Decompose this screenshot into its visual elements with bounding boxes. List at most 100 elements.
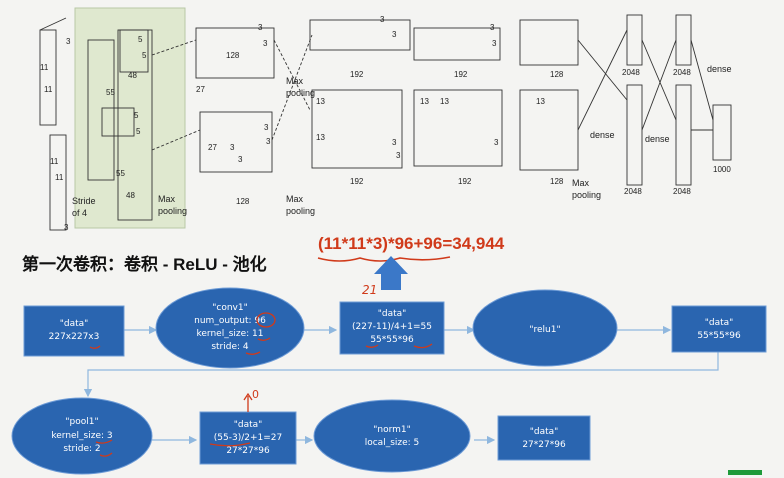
arch-label: 3 [263,39,268,48]
conv1-block-top [87,39,115,181]
node-data-conv1-output: "data" (227-11)/4+1=55 55*55*96 [339,301,445,355]
corner-tab [728,470,762,475]
input-slab-top [39,29,57,126]
arch-label: 3 [392,138,397,147]
node-title: "data" [60,319,89,329]
annotation-mark: 0 [252,388,259,401]
node-pool1: "pool1" kernel_size: 3 stride: 2 [11,397,153,475]
arch-label: 3 [396,151,401,160]
arch-label: 55 [116,169,125,178]
arch-label: 13 [440,97,449,106]
node-detail: stride: 4 [211,342,249,352]
arch-label: 128 [550,70,564,79]
arch-label: of 4 [72,208,87,218]
annotation-underline [95,439,113,444]
node-title: "pool1" [65,417,98,427]
node-detail: kernel_size: 3 [51,431,112,441]
arch-label: 13 [420,97,429,106]
rf-top [101,107,135,137]
arch-label: 11 [50,157,59,166]
input-slab-bottom [49,134,67,231]
arch-label: 128 [236,197,250,206]
arch-label: 3 [230,143,235,152]
arch-label: pooling [286,206,315,216]
arch-label: 3 [264,123,269,132]
arch-label: Stride [72,196,96,206]
arch-label: 11 [55,173,64,182]
node-detail: num_output: 96 [194,316,266,326]
arch-label: 3 [238,155,243,164]
node-title: "data" [234,420,263,430]
annotation-underline [99,452,113,457]
arch-label: 5 [136,127,141,136]
section-heading: 第一次卷积：卷积 - ReLU - 池化 [22,255,267,274]
arch-label: Max [286,76,304,86]
arch-label: 2048 [624,187,642,196]
node-conv1: "conv1" num_output: 96 kernel_size: 11 s… [155,287,305,369]
node-detail: (55-3)/2+1=27 [214,433,282,443]
annotation-underline [245,351,261,355]
arch-label: 27 [196,85,205,94]
arch-label: 2048 [673,187,691,196]
node-detail: 55*55*96 [370,335,414,345]
annotation-arrow [243,392,253,412]
up-arrow [374,256,408,290]
conv4-block-top [413,27,501,61]
arch-label: 3 [258,23,263,32]
node-detail: stride: 2 [63,444,100,454]
conv4-block-bottom [413,89,503,167]
arch-label: 128 [226,51,240,60]
node-title: "relu1" [529,325,560,335]
first-layer-highlight [74,7,186,229]
arch-label: 55 [106,88,115,97]
formula-underline [317,256,451,262]
input-depth-edge [39,17,67,31]
connector [83,352,719,398]
conv3-block-bottom [311,89,403,169]
arch-label: 192 [350,177,364,186]
node-detail: 27*27*96 [226,446,270,456]
arch-label: 3 [66,37,71,46]
arch-label: 13 [316,97,325,106]
arch-label: 3 [492,39,497,48]
arch-label: 3 [380,15,385,24]
node-title: "data" [530,427,559,437]
arch-label: Max [158,194,176,204]
node-data-relu-output: "data" 55*55*96 [671,305,767,353]
annotation-circle [256,312,276,328]
arch-label: 27 [208,143,217,152]
dense1-top [626,14,643,66]
node-data-input: "data" 227x227x3 [23,305,125,357]
node-title: "conv1" [212,303,248,313]
conv5-block-bottom [519,89,579,171]
conv1-flow-diagram: 21 "data" 227x227x3 "conv1" num_output: … [11,256,767,475]
node-detail: (227-11)/4+1=55 [352,322,432,332]
arch-label: 192 [458,177,472,186]
node-title: "norm1" [373,425,411,435]
arch-label: 2048 [622,68,640,77]
arch-label: pooling [572,190,601,200]
conv3-block-top [309,19,411,51]
arch-label: dense [707,64,732,74]
arch-label: 5 [134,111,139,120]
node-detail: 55*55*96 [697,331,741,341]
node-data-pool-output: "data" (55-3)/2+1=27 27*27*96 [199,411,297,465]
arch-label: dense [645,134,670,144]
node-title: "data" [378,309,407,319]
node-norm1: "norm1" local_size: 5 [313,399,471,473]
dense-output [712,104,732,161]
arch-label: 5 [142,51,147,60]
node-relu1: "relu1" [472,289,618,367]
annotation-underline [257,337,271,341]
arch-label: 3 [392,30,397,39]
annotation-underline [413,343,433,349]
arch-label: 3 [64,223,69,232]
conv5-block-top [519,19,579,66]
dense2-top [675,14,692,66]
conv2-block-bottom [199,111,273,173]
arch-label: 2048 [673,68,691,77]
dense2-bottom [675,84,692,186]
arch-label: 13 [316,133,325,142]
node-detail: 227x227x3 [49,332,100,342]
arch-label: 192 [454,70,468,79]
